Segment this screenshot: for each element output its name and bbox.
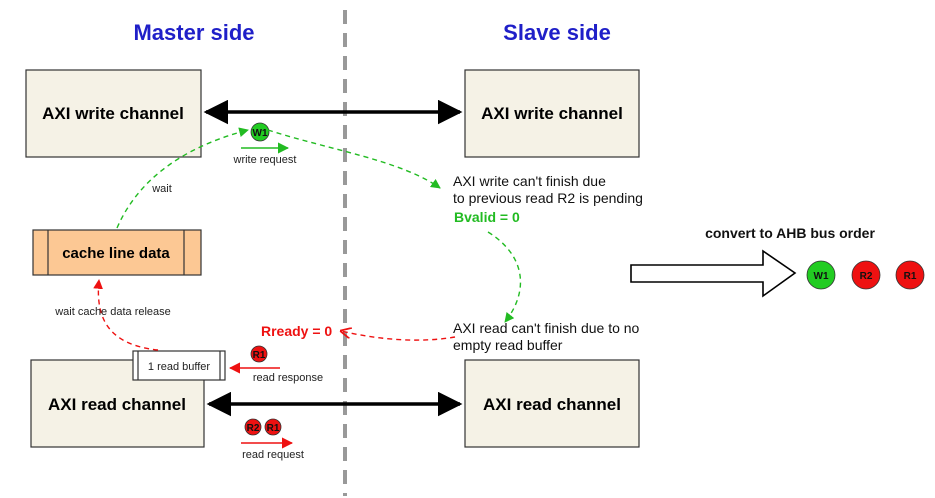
master-read-channel-label: AXI read channel — [48, 395, 186, 414]
w1-write-token: W1 — [250, 122, 270, 142]
slave-read-channel-box: AXI read channel — [464, 359, 640, 448]
ahb-order-r1-token: R1 — [895, 260, 925, 290]
svg-text:W1: W1 — [814, 271, 829, 282]
slave-write-channel-box: AXI write channel — [464, 69, 640, 158]
convert-arrow-icon — [630, 249, 797, 298]
cache-wait-dashed-arrow — [116, 127, 249, 229]
w1-to-slave-dashed-arrow — [267, 129, 441, 189]
convert-label: convert to AHB bus order — [705, 225, 875, 241]
read-response-label: read response — [253, 372, 323, 384]
slave-read-channel-label: AXI read channel — [483, 395, 621, 414]
r1-request-token: R1 — [264, 418, 282, 436]
svg-text:R1: R1 — [904, 271, 917, 282]
cache-line-data-box: cache line data — [32, 229, 202, 276]
r1-response-token: R1 — [250, 345, 268, 363]
read-buffer-box: 1 read buffer — [132, 350, 226, 381]
master-side-heading: Master side — [133, 20, 254, 45]
write-note-line2: to previous read R2 is pending — [453, 190, 643, 206]
read-note-line1: AXI read can't finish due to no — [453, 320, 640, 336]
svg-text:R2: R2 — [247, 423, 260, 434]
svg-text:W1: W1 — [253, 128, 268, 139]
wait-label: wait — [151, 183, 172, 195]
svg-text:R1: R1 — [267, 423, 280, 434]
master-write-channel-label: AXI write channel — [42, 104, 184, 123]
write-request-label: write request — [233, 154, 297, 166]
cache-line-data-label: cache line data — [62, 245, 170, 262]
ahb-order-r2-token: R2 — [851, 260, 881, 290]
wait-cache-release-label: wait cache data release — [54, 306, 171, 318]
buffer-to-cache-dashed-arrow — [93, 279, 159, 351]
ahb-order-w1-token: W1 — [806, 260, 836, 290]
master-write-channel-box: AXI write channel — [25, 69, 202, 158]
slave-side-heading: Slave side — [503, 20, 611, 45]
svg-text:R2: R2 — [860, 271, 873, 282]
slave-write-channel-label: AXI write channel — [481, 104, 623, 123]
svg-text:R1: R1 — [253, 350, 266, 361]
read-buffer-label: 1 read buffer — [148, 361, 211, 373]
read-request-label: read request — [242, 449, 304, 461]
bvalid-label: Bvalid = 0 — [454, 209, 520, 225]
read-note-line2: empty read buffer — [453, 337, 563, 353]
rready-label: Rready = 0 — [261, 323, 332, 339]
write-note-line1: AXI write can't finish due — [453, 173, 606, 189]
bvalid-to-read-dashed-arrow — [487, 231, 522, 323]
read-to-rready-dashed-arrow — [341, 331, 456, 341]
r2-request-token: R2 — [244, 418, 262, 436]
